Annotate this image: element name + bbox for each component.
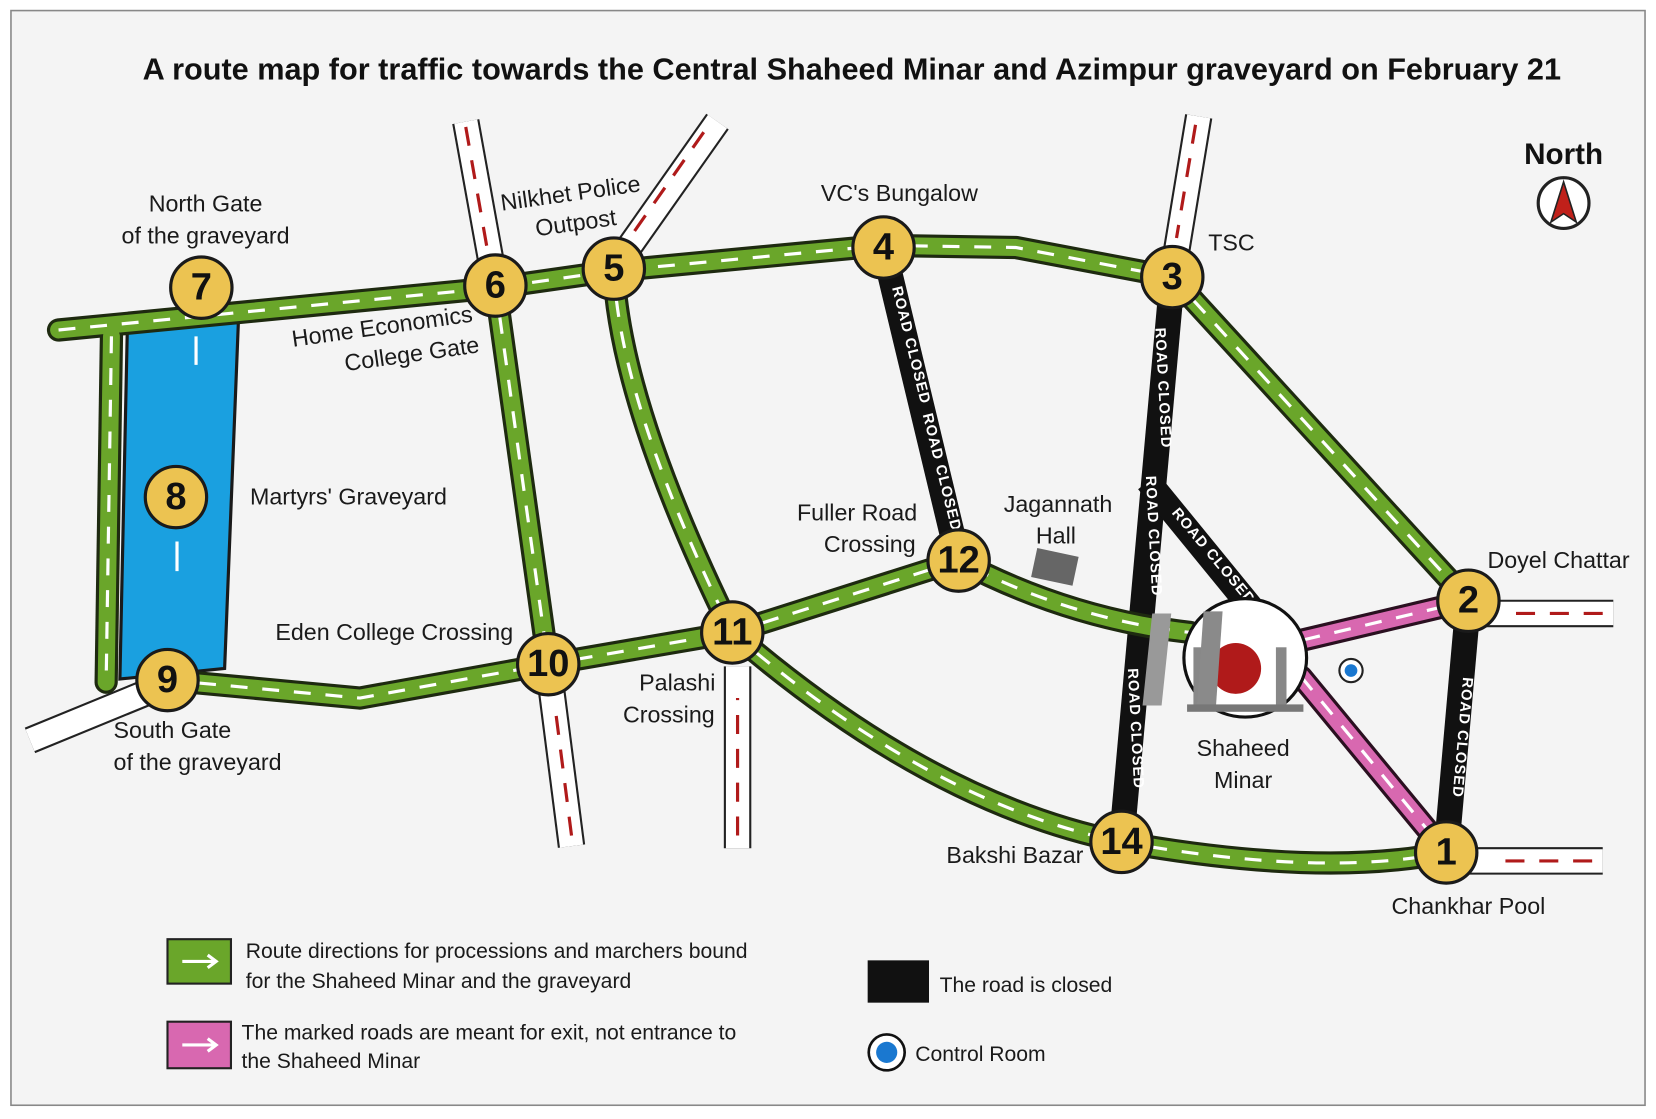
junction-2[interactable]: 2 bbox=[1436, 568, 1501, 634]
jagannath-hall-building bbox=[1031, 548, 1079, 586]
svg-text:4: 4 bbox=[873, 226, 894, 268]
svg-text:9: 9 bbox=[157, 659, 178, 701]
label-eden-college: Eden College Crossing bbox=[275, 619, 513, 645]
junction-7[interactable]: 7 bbox=[169, 255, 234, 320]
label-bakshi-bazar: Bakshi Bazar bbox=[946, 842, 1083, 868]
place-labels: North Gate of the graveyard Nilkhet Poli… bbox=[114, 170, 1630, 918]
junction-10[interactable]: 10 bbox=[515, 631, 581, 697]
junction-3[interactable]: 3 bbox=[1140, 244, 1205, 310]
north-arrow-icon: North bbox=[1524, 138, 1603, 231]
svg-text:2: 2 bbox=[1458, 580, 1479, 622]
junction-9[interactable]: 9 bbox=[135, 647, 200, 713]
junction-12[interactable]: 12 bbox=[926, 528, 991, 593]
svg-text:14: 14 bbox=[1100, 821, 1142, 863]
label-fuller-road: Fuller Road bbox=[797, 499, 917, 525]
label-jagannath-hall: Hall bbox=[1036, 523, 1076, 549]
label-jagannath-hall: Jagannath bbox=[1004, 491, 1113, 517]
junction-4[interactable]: 4 bbox=[851, 215, 916, 280]
svg-text:8: 8 bbox=[165, 476, 186, 518]
label-chankhar-pool: Chankhar Pool bbox=[1392, 893, 1546, 919]
junction-1[interactable]: 1 bbox=[1413, 820, 1479, 885]
junction-6[interactable]: 6 bbox=[463, 253, 528, 318]
legend-control-room: Control Room bbox=[867, 1033, 1046, 1072]
label-north-gate: North Gate bbox=[149, 191, 263, 217]
svg-text:Control Room: Control Room bbox=[915, 1043, 1045, 1066]
legend-closed-road: The road is closed bbox=[867, 960, 1113, 1003]
label-shaheed-minar: Minar bbox=[1214, 767, 1272, 793]
svg-text:10: 10 bbox=[527, 643, 569, 685]
feeder-roads bbox=[24, 113, 1614, 875]
svg-text:Route directions for processio: Route directions for processions and mar… bbox=[246, 940, 748, 963]
svg-text:6: 6 bbox=[485, 265, 506, 307]
svg-text:11: 11 bbox=[712, 611, 752, 653]
north-label: North bbox=[1524, 138, 1603, 171]
label-south-gate: South Gate bbox=[114, 717, 232, 743]
svg-text:The road is closed: The road is closed bbox=[940, 974, 1113, 997]
shaheed-minar-monument bbox=[1142, 597, 1309, 719]
svg-text:3: 3 bbox=[1162, 256, 1183, 298]
label-vc-bungalow: VC's Bungalow bbox=[821, 180, 978, 206]
junction-8[interactable]: 8 bbox=[143, 464, 209, 530]
road-closed-label: ROAD CLOSED bbox=[1151, 327, 1173, 449]
map-frame bbox=[10, 9, 1646, 1107]
svg-text:for the Shaheed Minar and the: for the Shaheed Minar and the graveyard bbox=[246, 970, 631, 993]
label-martyrs-graveyard: Martyrs' Graveyard bbox=[250, 484, 447, 510]
label-fuller-road: Crossing bbox=[824, 531, 916, 557]
label-palashi: Crossing bbox=[623, 701, 715, 727]
graveyard-flow-arrows bbox=[175, 336, 198, 572]
svg-text:The marked roads are meant for: The marked roads are meant for exit, not… bbox=[242, 1022, 737, 1045]
legend: Route directions for processions and mar… bbox=[166, 938, 1113, 1073]
svg-text:the Shaheed Minar: the Shaheed Minar bbox=[242, 1050, 421, 1073]
svg-text:7: 7 bbox=[191, 267, 212, 309]
road-closed-label: ROAD CLOSED bbox=[1142, 475, 1164, 597]
label-north-gate: of the graveyard bbox=[122, 222, 290, 248]
svg-text:1: 1 bbox=[1436, 831, 1457, 873]
label-doyel-chattar: Doyel Chattar bbox=[1487, 547, 1629, 573]
svg-text:12: 12 bbox=[937, 540, 979, 582]
legend-procession-route: Route directions for processions and mar… bbox=[166, 938, 748, 993]
svg-text:5: 5 bbox=[603, 248, 624, 290]
label-tsc: TSC bbox=[1208, 230, 1255, 256]
junction-5[interactable]: 5 bbox=[581, 236, 647, 301]
label-south-gate: of the graveyard bbox=[114, 749, 282, 775]
label-shaheed-minar: Shaheed bbox=[1197, 735, 1290, 761]
junction-14[interactable]: 14 bbox=[1089, 809, 1154, 875]
junction-11[interactable]: 11 bbox=[700, 600, 765, 665]
junction-nodes: 7 6 5 4 3 2 1 14 12 11 10 9 8 bbox=[135, 215, 1501, 885]
legend-exit-route: The marked roads are meant for exit, not… bbox=[166, 1020, 737, 1073]
road-closed-label: ROAD CLOSED bbox=[1124, 668, 1146, 790]
label-palashi: Palashi bbox=[639, 670, 715, 696]
map-title: A route map for traffic towards the Cent… bbox=[143, 52, 1561, 86]
control-room-marker[interactable] bbox=[1338, 657, 1364, 684]
